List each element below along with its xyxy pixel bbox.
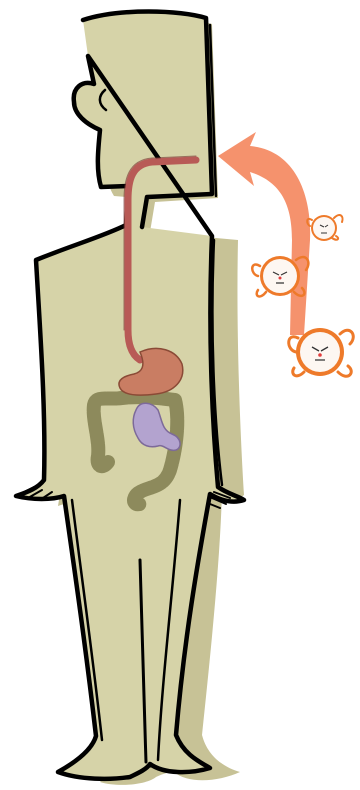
germ-large (289, 328, 354, 376)
germ-small (307, 215, 342, 241)
